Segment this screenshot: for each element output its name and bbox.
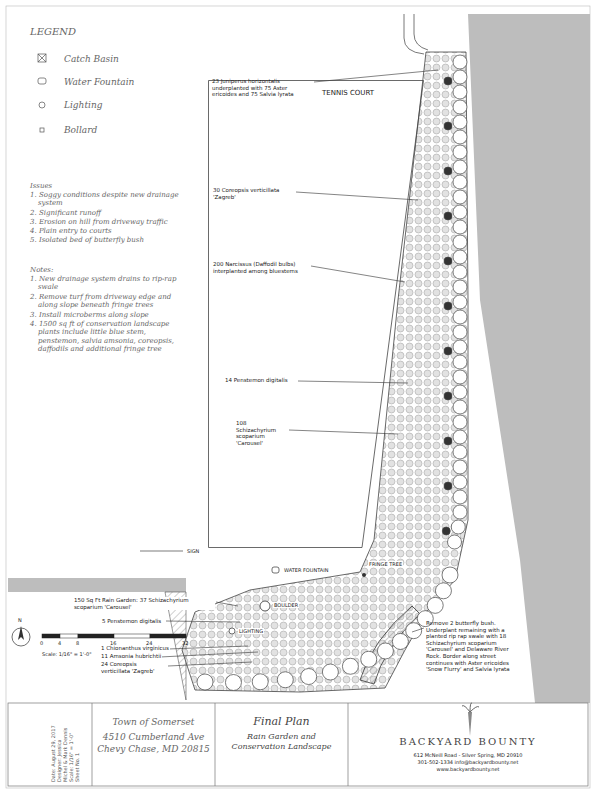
block-text: 612 McNeill Road - Silver Spring, MD 209…	[352, 752, 584, 758]
block-heading: BACKYARD BOUNTY	[352, 736, 584, 748]
plant-callout: Remove 2 butterfly bush. Underplant rema…	[426, 620, 521, 673]
plant-callout: 24 Coreopsis verticillata 'Zagreb'	[100, 661, 168, 674]
heading: Issues	[30, 182, 52, 190]
plant-callout: 200 Narcissus (Daffodil bulbs) interplan…	[213, 261, 308, 274]
block-text: Chevy Chase, MD 20815	[96, 744, 211, 755]
block-text: Rain Garden and Conservation Landscape	[219, 732, 344, 751]
planting-bed	[182, 52, 468, 692]
site-label: LIGHTING	[238, 628, 264, 634]
plant-callout: 150 Sq Ft Rain Garden: 37 Schizachyrium …	[73, 597, 215, 610]
designer-block: BACKYARD BOUNTY 612 McNeill Road - Silver…	[348, 703, 588, 786]
block-text: 4510 Cumberland Ave	[96, 732, 211, 743]
rip-rap-swale	[360, 606, 420, 684]
issue-item: 5. Isolated bed of butterfly bush	[30, 236, 180, 244]
block-text: www.backyardbounty.net	[352, 766, 584, 772]
note-item: 1. New drainage system drains to rip-rap…	[30, 275, 180, 292]
scale-text: Scale: 1/16" = 1'-0"	[42, 651, 91, 657]
issue-item: 2. Significant runoff	[30, 209, 180, 217]
site-label: SIGN	[186, 548, 200, 554]
site-label: BOULDER	[273, 602, 299, 608]
block-text: 301-502-1334 info@backyardbounty.net	[352, 759, 584, 765]
logo	[462, 703, 479, 736]
north-label: N	[18, 617, 22, 623]
scale-number: 8	[76, 640, 79, 646]
plant-callout: 108 Schizachyrium scoparium 'Carousel'	[236, 420, 286, 446]
sheet-info: Scale: 1/16" = 1'-0"	[68, 706, 74, 782]
heading: Notes:	[30, 266, 53, 274]
area-label: TENNIS COURT	[322, 89, 374, 97]
scale-number: 24	[146, 640, 152, 646]
legend-text: Lighting	[64, 100, 102, 111]
note-item: 4. 1500 sq ft of conservation landscape …	[30, 320, 180, 354]
note-item: 3. Install microberms along slope	[30, 311, 180, 319]
sheet-info: Date: August 29, 2017	[50, 706, 56, 782]
site-label: WATER FOUNTAIN	[283, 567, 330, 573]
plant-callout: 23 Juniperus horizontalis underplanted w…	[212, 78, 312, 98]
issue-item: 1. Soggy conditions despite new drainage…	[30, 191, 180, 208]
title-info: Date: August 29, 2017Designer: JessicaMi…	[8, 703, 92, 786]
legend-text: Catch Basin	[64, 54, 119, 65]
tennis-court: TENNIS COURT	[208, 80, 424, 548]
sheet-info: Michel & Mark Dennis	[62, 706, 68, 782]
scale-number: 16	[110, 640, 116, 646]
issue-item: 3. Erosion on hill from driveway traffic	[30, 218, 180, 226]
legend-text: Bollard	[64, 125, 97, 136]
plant-callout: 30 Coreopsis verticillata 'Zagreb'	[213, 187, 293, 200]
legend-heading: LEGEND	[30, 26, 76, 38]
sheet-info: Designer: Jessica	[56, 706, 62, 782]
block-heading: Final Plan	[219, 715, 344, 728]
site-label: FRINGE TREE	[368, 561, 403, 567]
issue-item: 4. Plain entry to courts	[30, 227, 180, 235]
plan-title-block: Final PlanRain Garden and Conservation L…	[215, 703, 348, 786]
note-item: 2. Remove turf from driveway edge and al…	[30, 293, 180, 310]
scale-number: 4	[58, 640, 61, 646]
plant-callout: 5 Penstemon digitalis	[101, 618, 162, 625]
plant-callout: 11 Amsonia hubrichtii	[100, 653, 162, 660]
scale-number: 32	[182, 640, 188, 646]
scale-number: 0	[40, 640, 43, 646]
legend-text: Water Fountain	[64, 77, 134, 88]
plant-callout: 14 Penstemon digitalis	[225, 377, 288, 384]
street	[468, 14, 590, 703]
block-heading: Town of Somerset	[96, 717, 211, 728]
sheet-info: Sheet No. 1	[74, 706, 80, 782]
client-block: Town of Somerset 4510 Cumberland AveChevy…	[92, 703, 215, 786]
